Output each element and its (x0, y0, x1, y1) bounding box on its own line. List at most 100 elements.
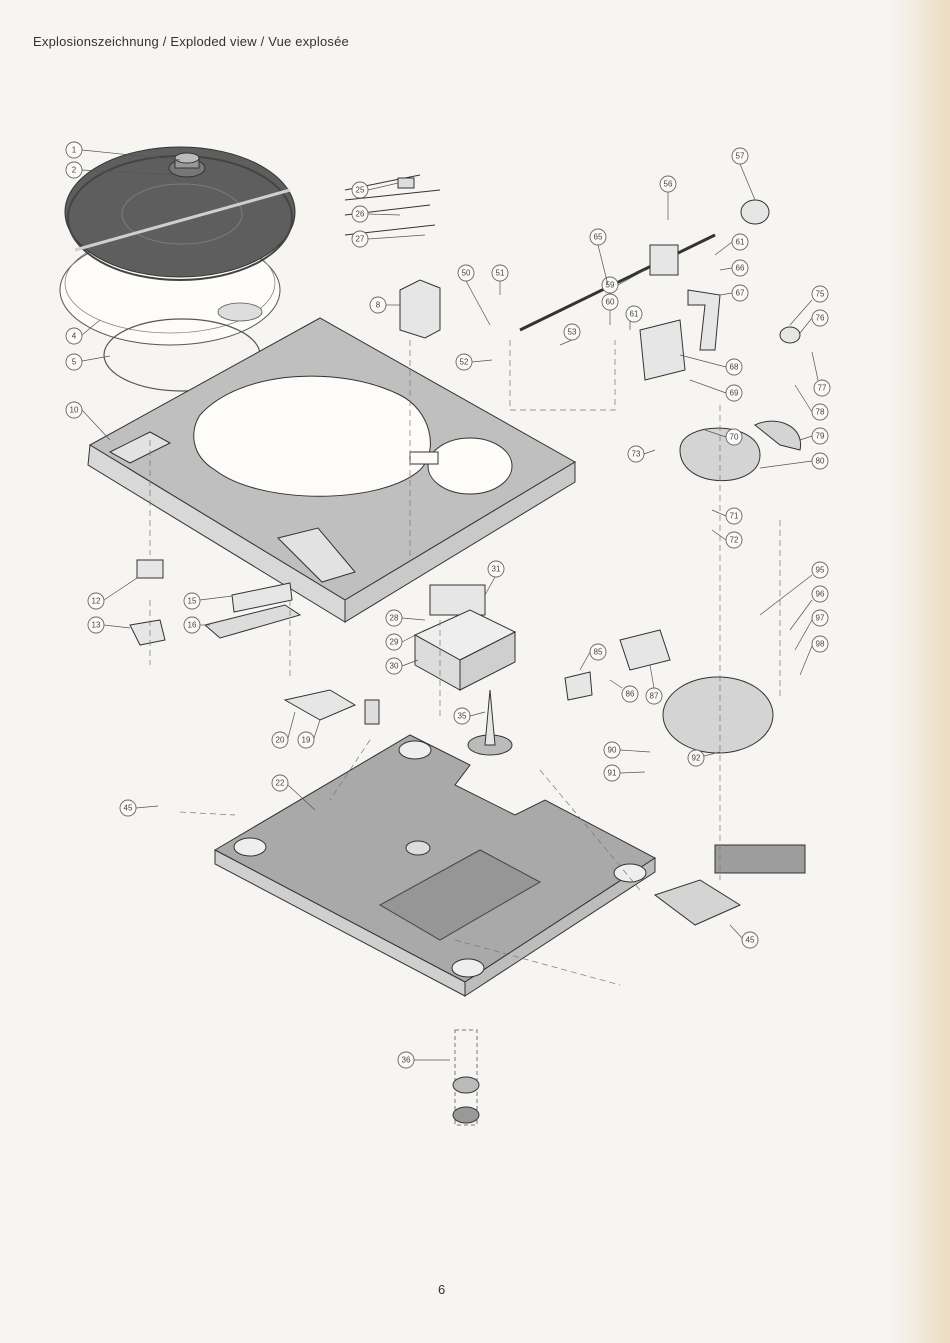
callout-79: 79 (800, 428, 828, 444)
svg-text:16: 16 (188, 621, 197, 630)
callout-67: 67 (720, 285, 748, 301)
callout-80: 80 (760, 453, 828, 469)
callout-65: 65 (590, 229, 608, 285)
svg-text:12: 12 (92, 597, 101, 606)
callout-69: 69 (690, 380, 742, 401)
svg-text:13: 13 (92, 621, 101, 630)
callout-68: 68 (680, 355, 742, 375)
callout-85: 85 (580, 644, 606, 670)
callout-13: 13 (88, 617, 130, 633)
callout-51: 51 (492, 265, 508, 295)
callout-45-a: 45 (120, 800, 158, 816)
callout-35: 35 (454, 708, 485, 724)
svg-text:67: 67 (736, 289, 745, 298)
callout-73: 73 (628, 446, 655, 462)
svg-text:79: 79 (816, 432, 825, 441)
callout-87: 87 (646, 665, 662, 704)
callout-90: 90 (604, 742, 650, 758)
callout-12: 12 (88, 578, 137, 609)
svg-text:92: 92 (692, 754, 701, 763)
callout-53: 53 (560, 324, 580, 345)
svg-text:85: 85 (594, 648, 603, 657)
svg-text:1: 1 (72, 146, 77, 155)
callout-10: 10 (66, 402, 110, 440)
svg-text:28: 28 (390, 614, 399, 623)
svg-text:78: 78 (816, 408, 825, 417)
callout-28: 28 (386, 610, 425, 626)
svg-text:26: 26 (356, 210, 365, 219)
svg-text:57: 57 (736, 152, 745, 161)
svg-text:97: 97 (816, 614, 825, 623)
svg-text:19: 19 (302, 736, 311, 745)
callout-71: 71 (712, 508, 742, 524)
callout-26: 26 (352, 206, 400, 222)
svg-text:53: 53 (568, 328, 577, 337)
svg-text:4: 4 (72, 332, 77, 341)
callout-57: 57 (732, 148, 755, 200)
svg-text:25: 25 (356, 186, 365, 195)
svg-text:68: 68 (730, 363, 739, 372)
svg-text:77: 77 (818, 384, 827, 393)
callout-77: 77 (812, 352, 830, 396)
svg-text:65: 65 (594, 233, 603, 242)
callout-66: 66 (720, 260, 748, 276)
svg-text:86: 86 (626, 690, 635, 699)
svg-text:91: 91 (608, 769, 617, 778)
callout-91: 91 (604, 765, 645, 781)
svg-text:52: 52 (460, 358, 469, 367)
callout-76: 76 (800, 310, 828, 333)
svg-text:96: 96 (816, 590, 825, 599)
svg-text:71: 71 (730, 512, 739, 521)
svg-text:2: 2 (72, 166, 77, 175)
callout-31: 31 (485, 561, 504, 595)
callout-56: 56 (660, 176, 676, 220)
svg-text:98: 98 (816, 640, 825, 649)
callout-19: 19 (298, 720, 320, 748)
svg-text:30: 30 (390, 662, 399, 671)
callout-15: 15 (184, 593, 232, 609)
callout-5: 5 (66, 354, 110, 370)
callout-50: 50 (458, 265, 490, 325)
svg-text:15: 15 (188, 597, 197, 606)
callout-72: 72 (712, 530, 742, 548)
svg-text:56: 56 (664, 180, 673, 189)
svg-text:36: 36 (402, 1056, 411, 1065)
svg-text:5: 5 (72, 358, 77, 367)
svg-text:50: 50 (462, 269, 471, 278)
callout-59: 59 (602, 270, 645, 293)
svg-text:76: 76 (816, 314, 825, 323)
callout-52: 52 (456, 354, 492, 370)
base-plate (215, 735, 655, 996)
callout-36: 36 (398, 1052, 450, 1068)
callout-86: 86 (610, 680, 638, 702)
svg-text:61: 61 (630, 310, 639, 319)
callout-20: 20 (272, 712, 295, 748)
svg-text:69: 69 (730, 389, 739, 398)
svg-text:72: 72 (730, 536, 739, 545)
svg-text:90: 90 (608, 746, 617, 755)
callout-16: 16 (184, 617, 210, 633)
svg-text:29: 29 (390, 638, 399, 647)
svg-text:20: 20 (276, 736, 285, 745)
callout-45-b: 45 (730, 925, 758, 948)
svg-text:45: 45 (124, 804, 133, 813)
callout-60: 60 (602, 294, 618, 325)
svg-text:31: 31 (492, 565, 501, 574)
callout-61-b: 61 (715, 234, 748, 255)
svg-text:35: 35 (458, 712, 467, 721)
svg-text:70: 70 (730, 433, 739, 442)
svg-text:66: 66 (736, 264, 745, 273)
callout-61-a: 61 (626, 306, 642, 330)
svg-text:60: 60 (606, 298, 615, 307)
svg-text:51: 51 (496, 269, 505, 278)
callout-27: 27 (352, 231, 425, 247)
svg-text:73: 73 (632, 450, 641, 459)
svg-text:45: 45 (746, 936, 755, 945)
svg-text:75: 75 (816, 290, 825, 299)
svg-text:80: 80 (816, 457, 825, 466)
callout-30: 30 (386, 658, 418, 674)
svg-text:87: 87 (650, 692, 659, 701)
page-number: 6 (438, 1282, 445, 1297)
callout-8: 8 (370, 297, 400, 313)
